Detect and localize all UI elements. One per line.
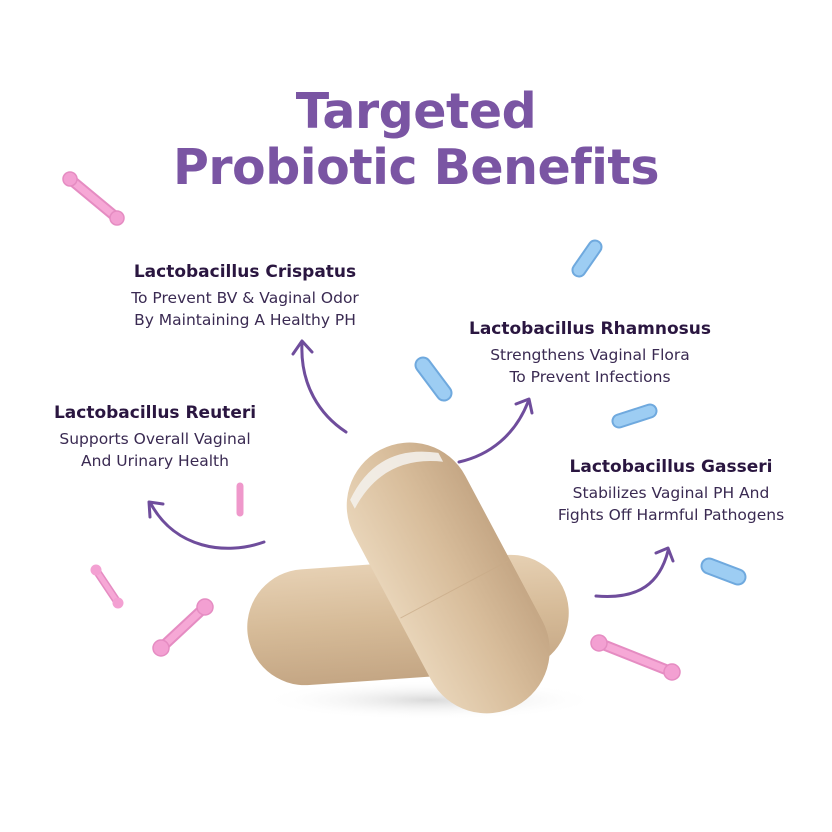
probiotic-capsules-image: [247, 442, 600, 720]
benefit-rhamnosus: Lactobacillus Rhamnosus Strengthens Vagi…: [440, 318, 740, 388]
benefit-description-line: Strengthens Vaginal Flora: [490, 346, 690, 364]
benefit-crispatus: Lactobacillus Crispatus To Prevent BV & …: [100, 261, 390, 331]
bacteria-blue-icon: [700, 557, 747, 586]
benefit-description-line: Supports Overall Vaginal: [59, 430, 251, 448]
benefit-description-line: To Prevent BV & Vaginal Odor: [131, 289, 359, 307]
benefit-description: Stabilizes Vaginal PH And Fights Off Har…: [532, 482, 810, 526]
benefit-name: Lactobacillus Gasseri: [569, 457, 773, 477]
bacteria-pink-icon: [90, 564, 124, 609]
benefit-reuteri: Lactobacillus Reuteri Supports Overall V…: [25, 402, 285, 472]
page-title: Targeted Probiotic Benefits: [0, 84, 832, 196]
benefit-name: Lactobacillus Rhamnosus: [468, 319, 712, 339]
bacteria-pink-icon: [152, 598, 214, 657]
benefit-description: Strengthens Vaginal Flora To Prevent Inf…: [440, 344, 740, 388]
benefit-description: To Prevent BV & Vaginal Odor By Maintain…: [100, 287, 390, 331]
benefit-description-line: And Urinary Health: [81, 452, 229, 470]
title-line-1: Targeted: [295, 83, 537, 140]
benefit-description-line: Stabilizes Vaginal PH And: [572, 484, 770, 502]
benefit-gasseri: Lactobacillus Gasseri Stabilizes Vaginal…: [532, 456, 810, 526]
benefit-description-line: Fights Off Harmful Pathogens: [557, 506, 785, 524]
bacteria-blue-icon: [571, 239, 603, 278]
bacteria-blue-icon: [611, 403, 658, 429]
benefit-name: Lactobacillus Reuteri: [53, 403, 257, 423]
title-line-2: Probiotic Benefits: [172, 139, 660, 196]
benefit-name: Lactobacillus Crispatus: [133, 262, 357, 282]
bacteria-pink-icon: [62, 171, 125, 226]
arrow-to-gasseri-icon: [594, 546, 675, 599]
benefit-description-line: To Prevent Infections: [509, 368, 671, 386]
arrow-to-reuteri-icon: [147, 500, 266, 550]
arrow-to-rhamnosus-icon: [457, 397, 534, 464]
arrow-to-crispatus-icon: [291, 339, 348, 434]
bacteria-blue-icon: [414, 356, 453, 402]
bacteria-pink-icon: [590, 634, 681, 681]
benefit-description: Supports Overall Vaginal And Urinary Hea…: [25, 428, 285, 472]
benefit-description-line: By Maintaining A Healthy PH: [134, 311, 356, 329]
